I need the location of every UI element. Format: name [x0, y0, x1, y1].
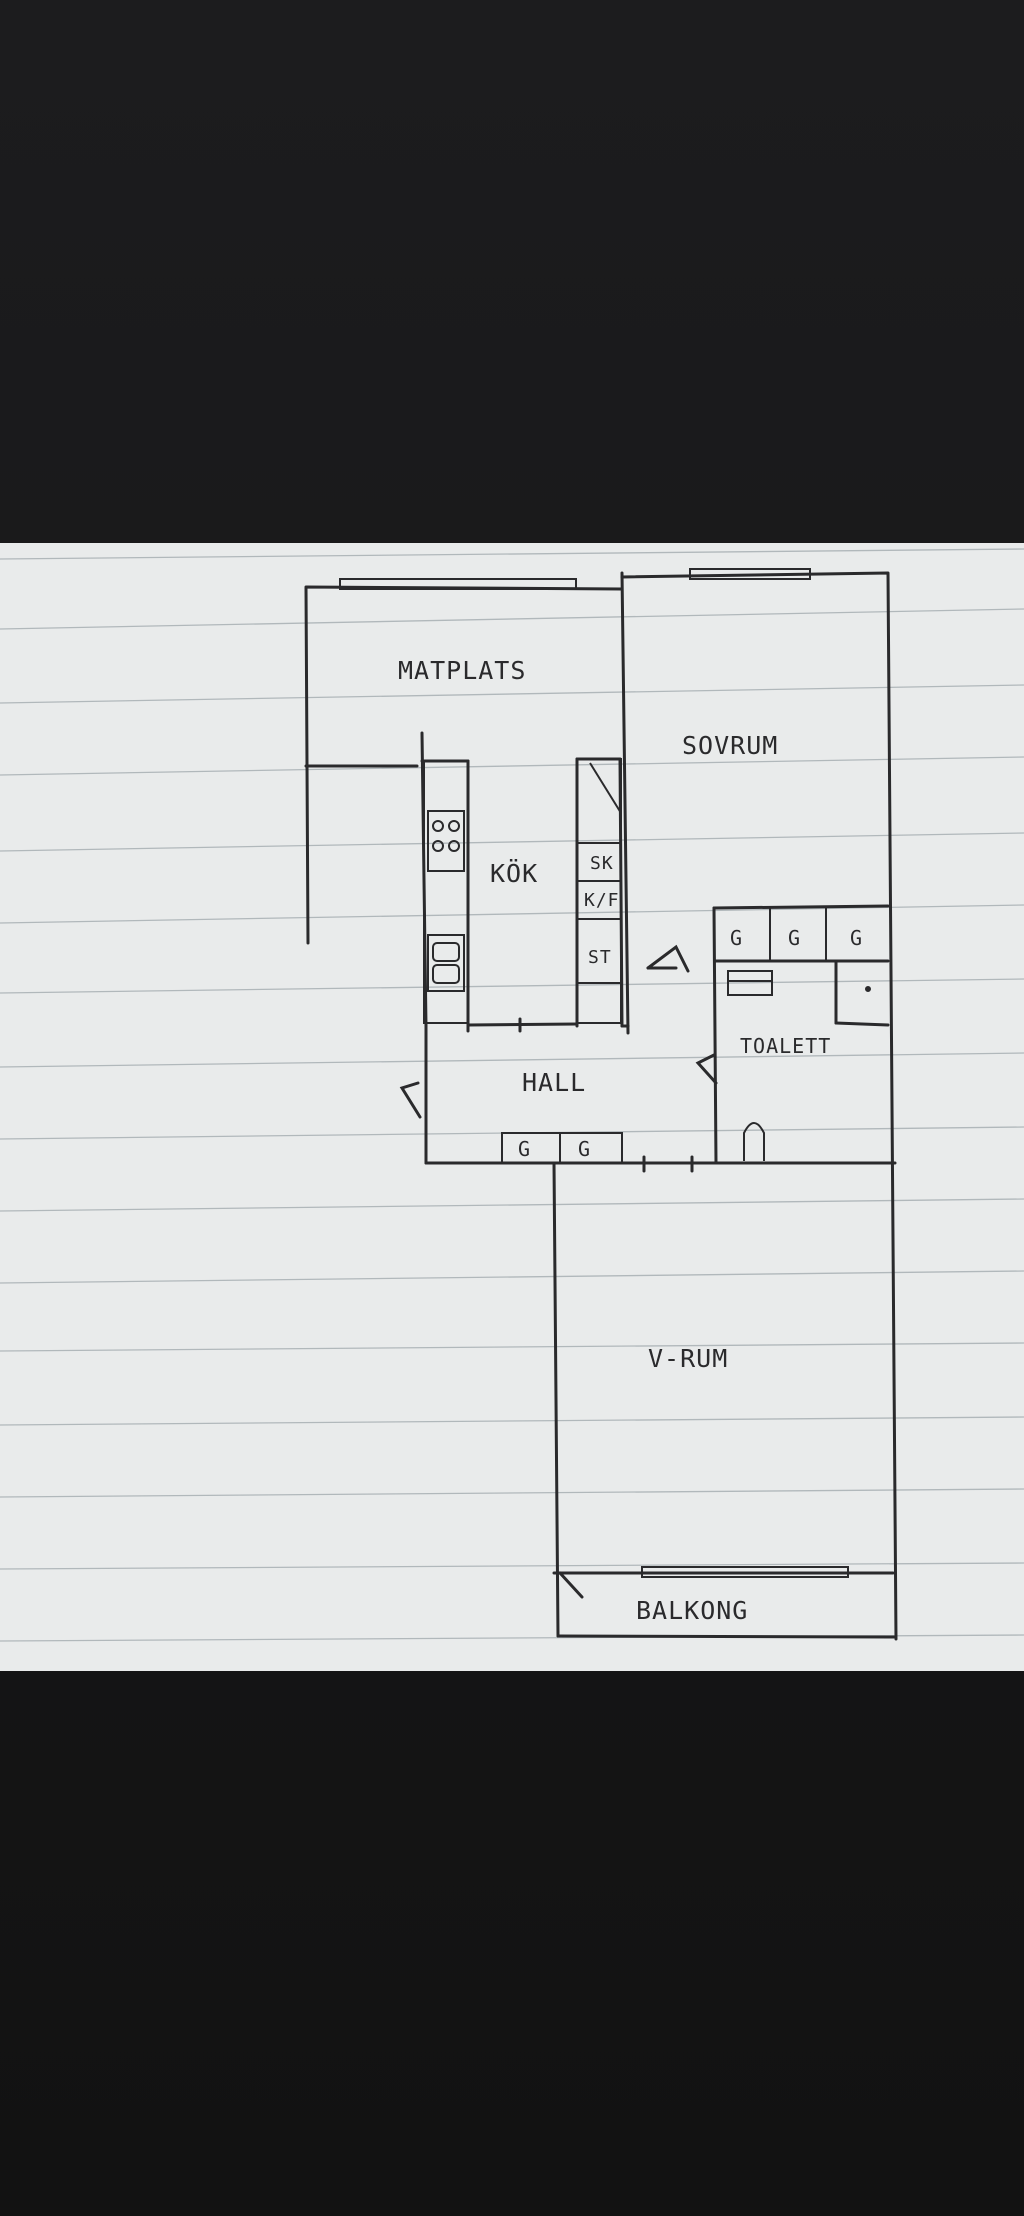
kitchen-fixture-sk: SK [590, 853, 614, 874]
room-label-toalett: TOALETT [740, 1034, 831, 1058]
room-label-kok: KÖK [490, 859, 538, 888]
windows [339, 568, 849, 1578]
hall-closet-label-2: G [578, 1137, 591, 1161]
toilet-fixtures [727, 907, 871, 1161]
floor-plan-sketch: MATPLATS SOVRUM KÖK HALL TOALETT V-RUM B… [0, 548, 1024, 1642]
hall-closet [501, 1132, 623, 1164]
room-label-matplats: MATPLATS [398, 656, 526, 685]
floor-plan-photo: MATPLATS SOVRUM KÖK HALL TOALETT V-RUM B… [0, 543, 1024, 1671]
room-label-sovrum: SOVRUM [682, 731, 778, 760]
room-label-balkong: BALKONG [636, 1596, 748, 1625]
room-label-vrum: V-RUM [648, 1344, 728, 1373]
closet-label-1: G [730, 926, 743, 950]
doors [399, 944, 718, 1599]
room-label-hall: HALL [522, 1068, 586, 1097]
kitchen-fixture-kf: K/F [584, 890, 620, 911]
closet-label-2: G [788, 926, 801, 950]
kitchen-counters [423, 758, 622, 1024]
kitchen-fixture-st: ST [588, 947, 612, 968]
walls [304, 571, 898, 1641]
closet-label-3: G [850, 926, 863, 950]
hall-closet-label-1: G [518, 1137, 531, 1161]
ruled-lines [0, 548, 1024, 1642]
